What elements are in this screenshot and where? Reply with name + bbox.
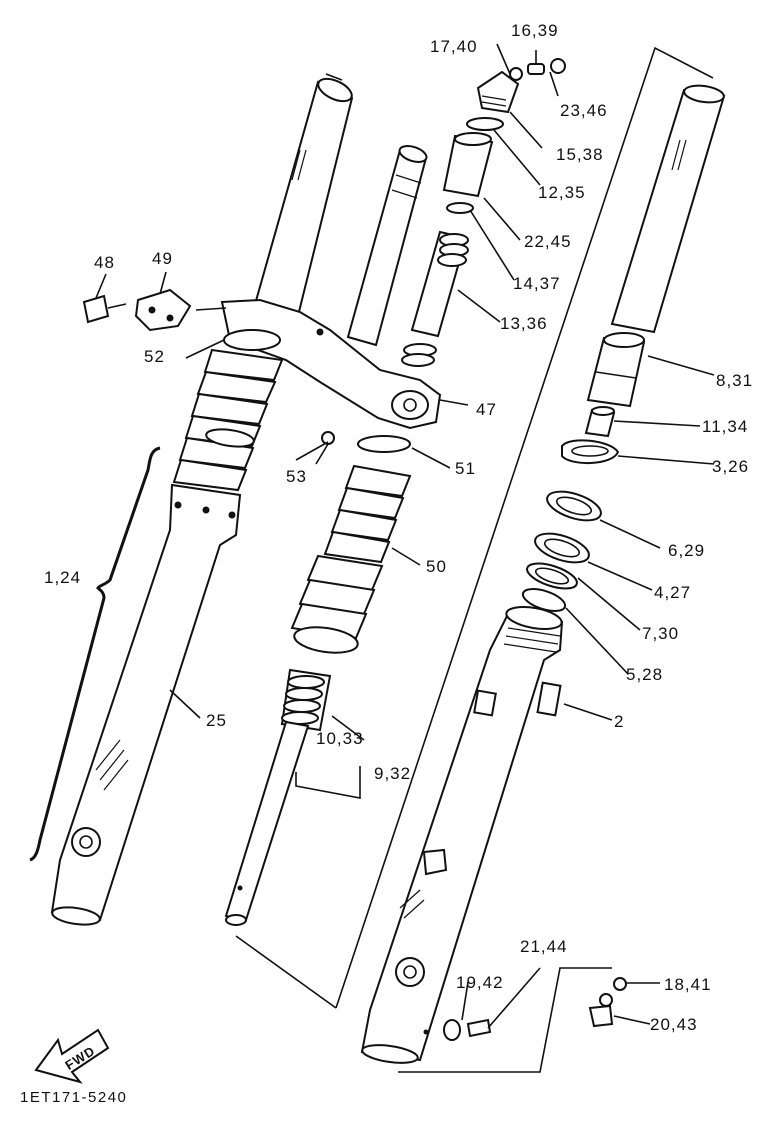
label-51: 51	[455, 459, 476, 478]
label-14-37: 14,37	[513, 274, 561, 293]
fwd-arrow-icon: FWD	[34, 1028, 110, 1084]
label-5-28: 5,28	[626, 665, 663, 684]
cap-bolt-48	[82, 294, 127, 324]
right-seals	[521, 490, 602, 612]
center-springs	[401, 117, 504, 367]
bolt-19-42-washer	[443, 1018, 492, 1041]
leader-lines	[95, 43, 715, 1029]
center-dust-boot	[290, 431, 412, 654]
label-7-30: 7,30	[642, 624, 679, 643]
label-6-29: 6,29	[668, 541, 705, 560]
label-11-34: 11,34	[702, 417, 748, 436]
steering-stem	[346, 145, 428, 347]
assembly-line-center	[335, 46, 714, 1009]
label-12-35: 12,35	[538, 183, 586, 202]
label-20-43: 20,43	[650, 1015, 698, 1034]
label-13-36: 13,36	[500, 314, 548, 333]
label-9-32: 9,32	[374, 764, 411, 783]
damper-rod	[224, 668, 332, 926]
label-1-24: 1,24	[44, 568, 81, 587]
label-50: 50	[426, 557, 447, 576]
label-47: 47	[476, 400, 497, 419]
right-outer-tube	[360, 606, 564, 1064]
bolt-20-43	[588, 977, 627, 1028]
label-49: 49	[152, 249, 173, 268]
label-3-26: 3,26	[712, 457, 749, 476]
label-21-44: 21,44	[520, 937, 568, 956]
label-16-39: 16,39	[511, 21, 559, 40]
label-19-42: 19,42	[456, 973, 504, 992]
label-53: 53	[286, 467, 307, 486]
label-18-41: 18,41	[664, 975, 712, 994]
diagram-code: 1ET171-5240	[20, 1089, 127, 1106]
label-8-31: 8,31	[716, 371, 753, 390]
label-4-27: 4,27	[654, 583, 691, 602]
right-inner-tube	[610, 84, 726, 334]
left-outer-tube	[50, 483, 242, 926]
bracket-1-24	[29, 446, 161, 862]
right-slide-metal	[561, 332, 646, 465]
assembly-line-damper	[235, 935, 337, 1009]
label-52: 52	[144, 347, 165, 366]
label-10-33: 10,33	[316, 729, 364, 748]
label-23-46: 23,46	[560, 101, 608, 120]
under-bracket	[220, 298, 442, 430]
label-25: 25	[206, 711, 227, 730]
assembly-line-bottom	[398, 967, 612, 1073]
assembly-line-cap	[195, 307, 227, 311]
label-48: 48	[94, 253, 115, 272]
label-2: 2	[614, 712, 624, 731]
bracket-49	[134, 288, 192, 332]
left-inner-tube	[248, 73, 354, 342]
label-22-45: 22,45	[524, 232, 572, 251]
label-17-40: 17,40	[430, 37, 478, 56]
left-dust-boot	[172, 348, 284, 492]
top-cap-bolt	[476, 58, 566, 114]
label-15-38: 15,38	[556, 145, 604, 164]
